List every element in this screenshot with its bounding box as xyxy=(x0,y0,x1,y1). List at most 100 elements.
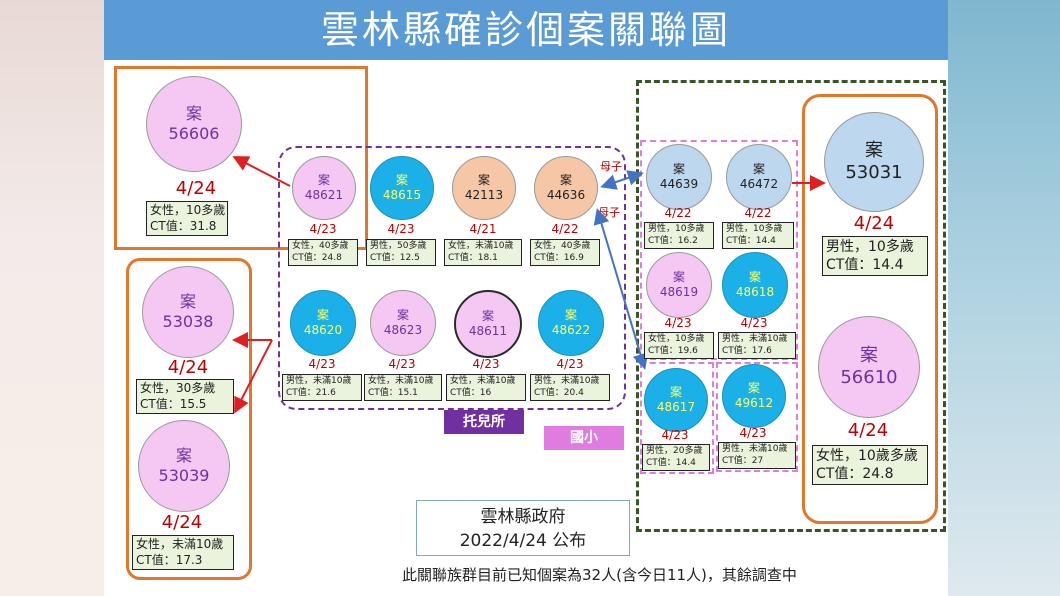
case-info-line: CT值：24.8 xyxy=(292,252,342,263)
case-date: 4/23 xyxy=(309,222,337,236)
case-node: 案 48623 xyxy=(370,290,436,356)
arrow-to-53039 xyxy=(234,339,273,414)
case-date: 4/22 xyxy=(664,206,692,220)
case-node: 案 53039 xyxy=(138,420,230,512)
case-info: 男性，未滿10歲 CT值：17.6 xyxy=(718,332,796,360)
case-id: 46472 xyxy=(739,177,779,191)
case-info-line: 女性，未滿10歲 xyxy=(368,376,434,386)
case-date: 4/23 xyxy=(387,222,415,236)
case-id: 48615 xyxy=(382,188,422,202)
case-info: 男性，20多歲 CT值：14.4 xyxy=(642,444,710,472)
case-id: 48622 xyxy=(551,323,591,337)
case-info-line: 女性，40多歲 xyxy=(292,241,349,251)
case-id: 48623 xyxy=(383,323,423,337)
case-id: 53038 xyxy=(162,312,214,331)
case-info-line: CT值：19.6 xyxy=(648,345,698,356)
publisher-date: 2022/4/24 公布 xyxy=(459,531,587,551)
case-prefix: 案 xyxy=(747,381,760,395)
case-prefix: 案 xyxy=(865,139,883,161)
case-id: 53031 xyxy=(845,162,903,183)
case-info: 男性，未滿10歲 CT值：21.6 xyxy=(282,374,362,402)
case-prefix: 案 xyxy=(317,173,330,187)
case-info-line: CT值：20.4 xyxy=(534,387,584,398)
case-info: 男性，10多歲 CT值：14.4 xyxy=(822,236,928,277)
case-info-line: 女性，未滿10歲 xyxy=(450,376,516,386)
case-info-line: 男性，10多歲 xyxy=(726,224,783,234)
mother-child-label-1: 母子 xyxy=(600,160,622,173)
case-prefix: 案 xyxy=(669,385,682,399)
case-prefix: 案 xyxy=(316,308,329,322)
case-id: 48621 xyxy=(304,188,344,202)
case-info-line: 女性，30多歲 xyxy=(140,381,216,395)
case-info: 女性，未滿10歲 CT值：16 xyxy=(446,374,526,402)
case-id: 48611 xyxy=(468,324,508,338)
case-info: 女性，未滿10歲 CT值：18.1 xyxy=(444,239,522,267)
case-date: 4/23 xyxy=(556,357,584,371)
case-info-line: 男性，未滿10歲 xyxy=(534,376,600,386)
case-node: 案 44636 xyxy=(534,156,598,220)
case-info-line: CT值：17.3 xyxy=(136,552,203,567)
case-info-line: 男性，10多歲 xyxy=(648,224,705,234)
case-node: 案 48611 xyxy=(454,290,522,358)
elementary-label: 國小 xyxy=(544,426,624,450)
case-info-line: CT值：14.4 xyxy=(646,457,696,468)
background-right xyxy=(948,0,1060,596)
arrow-48621-to-56606 xyxy=(232,156,291,187)
case-date: 4/24 xyxy=(853,213,895,234)
case-info-line: 男性，20多歲 xyxy=(646,446,703,456)
frame-elementary-lower xyxy=(640,362,714,474)
case-info-line: 男性，未滿10歲 xyxy=(286,376,352,386)
case-date: 4/22 xyxy=(551,222,579,236)
case-info: 女性，未滿10歲 CT值：17.3 xyxy=(132,535,234,571)
case-date: 4/23 xyxy=(388,357,416,371)
case-id: 44636 xyxy=(546,188,586,202)
case-info-line: CT值：31.8 xyxy=(150,218,217,233)
case-prefix: 案 xyxy=(179,292,196,311)
case-node: 案 53038 xyxy=(142,266,234,358)
case-date: 4/24 xyxy=(847,420,889,441)
case-info: 女性，10多歲 CT值：19.6 xyxy=(644,332,714,360)
case-id: 49612 xyxy=(734,396,774,410)
case-info: 女性，未滿10歲 CT值：15.1 xyxy=(364,374,442,402)
case-id: 56610 xyxy=(840,367,898,388)
case-prefix: 案 xyxy=(185,104,202,123)
case-info-line: 男性，未滿10歲 xyxy=(722,444,788,454)
case-node: 案 48621 xyxy=(292,156,356,220)
case-prefix: 案 xyxy=(752,162,765,176)
case-prefix: 案 xyxy=(396,308,409,322)
case-info-line: 女性，10歲多歲 xyxy=(816,448,918,464)
case-prefix: 案 xyxy=(477,173,490,187)
case-date: 4/23 xyxy=(661,428,689,442)
arrow-44636-44639 xyxy=(600,170,644,190)
case-id: 53039 xyxy=(158,466,210,485)
case-prefix: 案 xyxy=(860,344,878,366)
case-node: 案 48615 xyxy=(370,156,434,220)
case-info: 男性，未滿10歲 CT值：20.4 xyxy=(530,374,610,402)
case-info-line: 男性，10多歲 xyxy=(826,239,914,255)
case-node: 案 48618 xyxy=(722,252,788,318)
case-id: 44639 xyxy=(659,177,699,191)
case-id: 48618 xyxy=(735,285,775,299)
case-date: 4/23 xyxy=(308,357,336,371)
footnote: 此關聯族群目前已知個案為32人(含今日11人)，其餘調查中 xyxy=(402,566,797,584)
case-node: 案 56606 xyxy=(146,76,242,172)
publisher-name: 雲林縣政府 xyxy=(480,507,566,527)
case-info-line: CT值：27 xyxy=(722,455,764,466)
case-date: 4/22 xyxy=(744,206,772,220)
case-info-line: CT值：16.9 xyxy=(534,252,584,263)
case-node: 案 56610 xyxy=(818,316,920,418)
diagram-slide: 雲林縣確診個案關聯圖 托兒所 國小 母子 母子 案 xyxy=(104,0,948,596)
case-node: 案 48622 xyxy=(538,290,604,356)
frame-elementary-lower-right xyxy=(716,362,798,472)
case-date: 4/23 xyxy=(740,316,768,330)
case-node: 案 48619 xyxy=(646,252,712,318)
case-info: 男性，10多歲 CT值：16.2 xyxy=(644,222,714,250)
frame-case-53038-53039 xyxy=(126,258,252,580)
case-info-line: CT值：24.8 xyxy=(816,466,894,483)
case-node: 案 53031 xyxy=(824,112,924,212)
case-date: 4/24 xyxy=(167,357,209,378)
case-node: 案 48620 xyxy=(290,290,356,356)
case-date: 4/23 xyxy=(739,426,767,440)
case-info-line: 女性，未滿10歲 xyxy=(136,537,224,551)
case-id: 48619 xyxy=(659,285,699,299)
